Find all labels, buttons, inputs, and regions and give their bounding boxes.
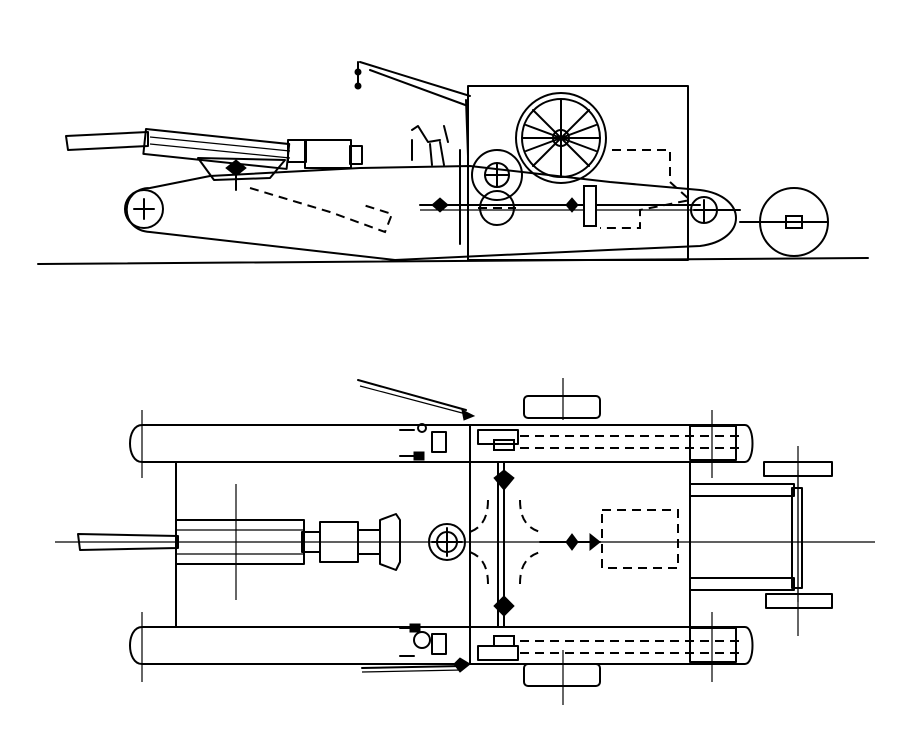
engine-house (467, 85, 689, 261)
drive-gear-upper (471, 149, 523, 201)
gunner-seat (411, 125, 449, 166)
track-left (129, 424, 754, 463)
track-drives (477, 425, 740, 663)
operator-controls-left (399, 423, 447, 461)
track-frame (125, 165, 737, 261)
ground-line (37, 257, 869, 265)
tail-wheels-plan (689, 461, 833, 609)
front-idler-wheel (124, 189, 164, 229)
drive-shaft (419, 149, 701, 245)
hidden-engine-outline (600, 149, 693, 229)
flywheel (515, 92, 607, 184)
gun-mount (197, 157, 286, 191)
turntable (428, 523, 466, 561)
side-tank-right (523, 663, 601, 687)
tail-steering-wheel (739, 187, 829, 257)
gun-plan (77, 513, 401, 571)
side-tank-left (523, 395, 601, 419)
rear-sprocket (690, 196, 741, 224)
drive-shaft-plan (539, 532, 601, 552)
hull-body (175, 461, 691, 628)
plan-view (55, 378, 875, 705)
axle-shafts (493, 439, 515, 647)
operator-controls-right (399, 623, 447, 657)
gun-breech (304, 139, 363, 169)
engine-block-plan (601, 509, 679, 569)
track-right (129, 626, 754, 665)
hidden-gun-well (249, 187, 394, 234)
differential-housing (469, 499, 541, 585)
drive-gear-lower (478, 190, 516, 226)
gun-barrel (65, 128, 307, 170)
steering-lever (361, 657, 471, 673)
side-elevation-view (37, 61, 869, 265)
crane-jib-plan (357, 379, 476, 421)
